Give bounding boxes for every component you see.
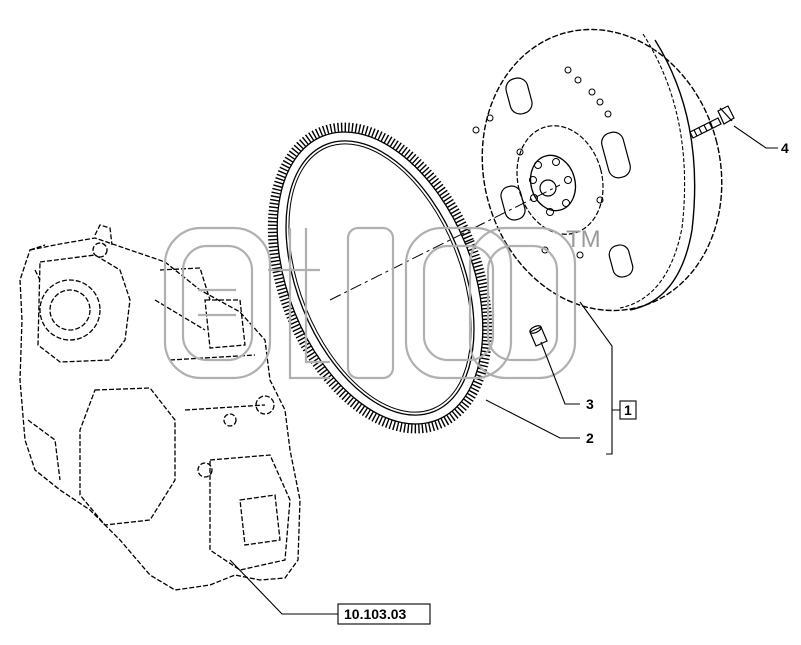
reference-code: 10.103.03 bbox=[344, 606, 406, 622]
leader-lines bbox=[229, 125, 778, 615]
callout-part-3: 3 bbox=[586, 396, 594, 412]
callout-part-2: 2 bbox=[586, 430, 594, 446]
flywheel-ring-gear bbox=[267, 122, 493, 434]
watermark-logo bbox=[163, 226, 577, 380]
callout-part-1-box bbox=[619, 400, 637, 420]
engine-housing bbox=[19, 224, 301, 591]
dowel-pin bbox=[529, 325, 548, 347]
callout-part-1: 1 bbox=[624, 402, 632, 418]
callout-part-4: 4 bbox=[781, 140, 789, 156]
center-axis-line bbox=[329, 184, 561, 301]
drive-plate bbox=[472, 28, 723, 312]
flywheel-bolt bbox=[689, 105, 735, 139]
reference-box bbox=[337, 603, 431, 625]
watermark-trademark: TM bbox=[566, 226, 601, 253]
